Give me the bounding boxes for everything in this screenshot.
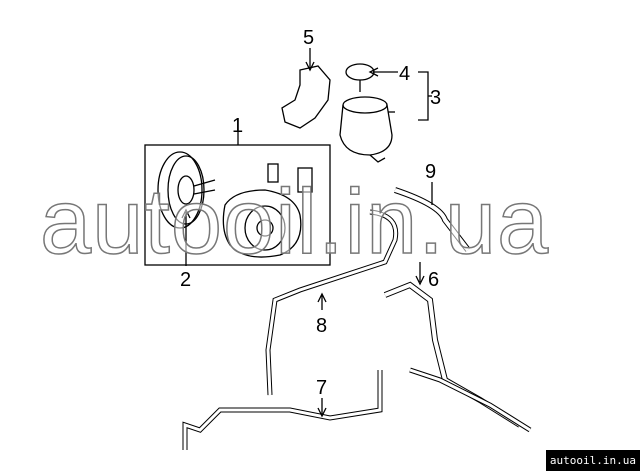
callout-5: 5 — [303, 27, 314, 49]
callout-7: 7 — [316, 377, 327, 399]
callout-9: 9 — [425, 161, 436, 183]
fitting — [297, 167, 313, 193]
callout-1: 1 — [232, 115, 243, 137]
bracket — [281, 65, 331, 129]
callout-6: 6 — [428, 269, 439, 291]
callout-4: 4 — [399, 63, 410, 85]
callout-8: 8 — [316, 315, 327, 337]
hose-6 — [383, 281, 522, 428]
callout-2: 2 — [180, 269, 191, 291]
reservoir — [339, 63, 393, 163]
fitting — [267, 163, 279, 183]
pulley — [157, 151, 216, 229]
callout-3: 3 — [430, 87, 441, 109]
watermark: autooil.in.ua — [39, 171, 550, 273]
footer-badge: autooil.in.ua — [545, 450, 640, 471]
pump-body — [222, 189, 302, 258]
